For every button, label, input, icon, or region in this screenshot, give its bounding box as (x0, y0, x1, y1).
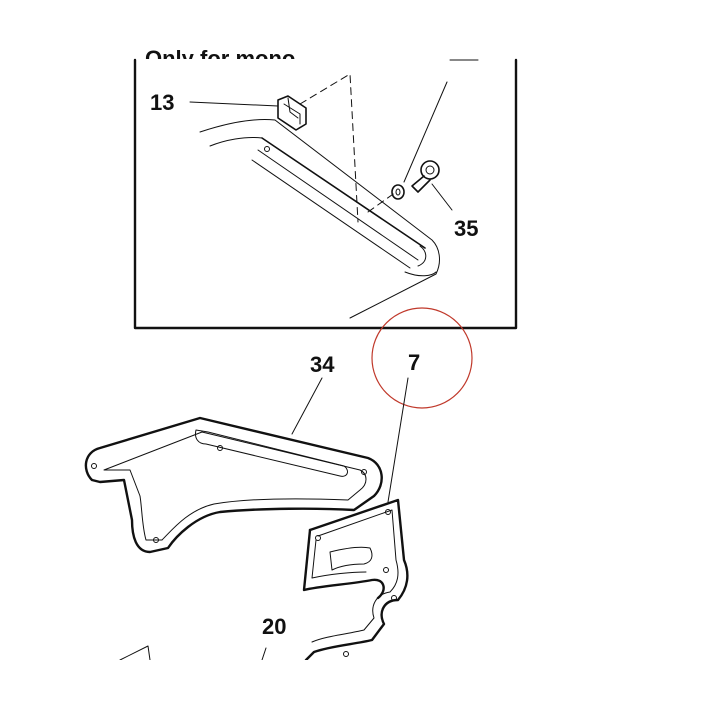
dashed-guide-13 (299, 73, 359, 223)
clip-part-13 (277, 95, 307, 131)
leader-13 (189, 101, 279, 107)
leader-upper (403, 81, 448, 183)
leader-7 (387, 377, 409, 503)
gasket-part-7 (302, 498, 409, 662)
highlight-circle (371, 307, 473, 409)
bottom-crop-mask (0, 660, 720, 720)
inset-frame (133, 58, 518, 330)
inset-detail-box: Only for mono 13 (133, 46, 518, 330)
leader-34 (291, 377, 323, 435)
leader-35 (431, 183, 453, 211)
callout-7: 7 (408, 350, 420, 375)
gasket-part-34 (84, 416, 383, 554)
callout-20: 20 (262, 614, 286, 639)
inset-caption: Only for mono (145, 46, 295, 71)
part-20-fragment (119, 645, 151, 661)
callout-13: 13 (150, 90, 174, 115)
callout-35: 35 (454, 216, 478, 241)
callout-34: 34 (310, 352, 335, 377)
dashed-guide-35 (367, 191, 397, 213)
leader-20 (261, 647, 267, 661)
screw-part-35 (391, 160, 440, 200)
cover-panel-drawing (199, 119, 440, 319)
